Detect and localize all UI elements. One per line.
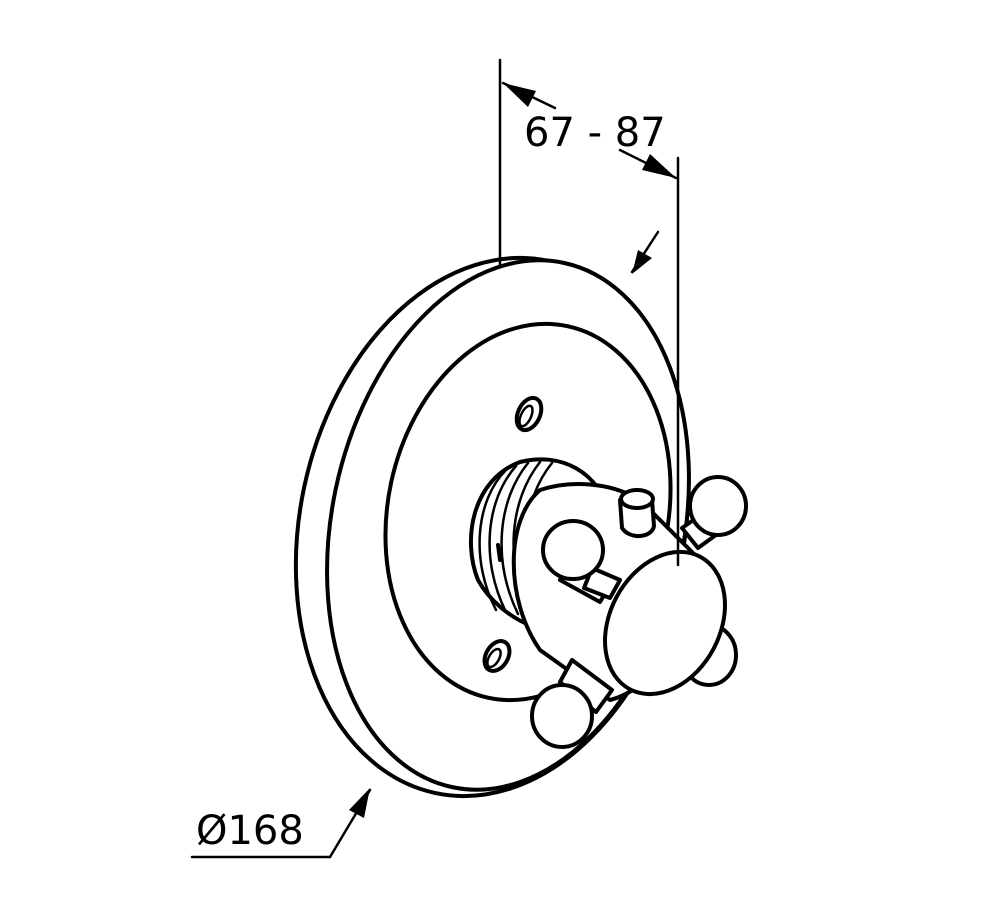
handle-arm-upper-right: [680, 475, 748, 550]
dimension-diameter-label: Ø168: [196, 808, 304, 854]
dimension-depth: 67 - 87: [498, 58, 680, 567]
dimension-depth-label: 67 - 87: [524, 110, 666, 156]
screw-hole-top: [514, 395, 544, 433]
dimension-diameter: Ø168: [190, 788, 372, 859]
indicator-pin: [618, 488, 656, 538]
screw-hole-bottom: [482, 639, 512, 673]
handle-front-cap: [603, 549, 727, 697]
handle-arm-lower-left: [530, 658, 614, 749]
handle-arm-left: [541, 519, 622, 604]
